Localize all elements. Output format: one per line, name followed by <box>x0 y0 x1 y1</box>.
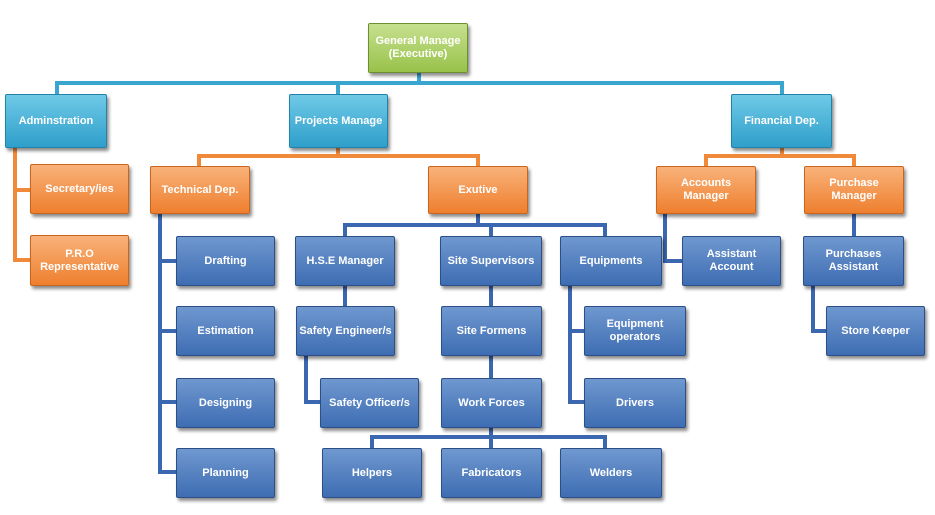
designing-box: Designing <box>176 378 275 428</box>
connector-admin-branch <box>13 146 32 262</box>
drivers-box: Drivers <box>584 378 686 428</box>
connector-exutive-bus <box>343 212 607 238</box>
connector-technical-branch <box>158 212 178 474</box>
planning-box: Planning <box>176 448 275 498</box>
drafting-box: Drafting <box>176 236 275 286</box>
estimation-box: Estimation <box>176 306 275 356</box>
welders-box: Welders <box>560 448 662 498</box>
site-formens-box: Site Formens <box>441 306 542 356</box>
technical-dep-box: Technical Dep. <box>150 166 250 214</box>
connector-equipments <box>568 284 586 404</box>
safety-officers-box: Safety Officer/s <box>320 378 419 428</box>
connector-site <box>370 284 607 450</box>
connector-accounts <box>663 212 684 263</box>
exutive-box: Exutive <box>428 166 528 214</box>
equipments-box: Equipments <box>560 236 662 286</box>
purchase-manager-box: Purchase Manager <box>804 166 904 214</box>
accounts-manager-box: Accounts Manager <box>656 166 756 214</box>
equipment-operators-box: Equipment operators <box>584 306 686 356</box>
connector-financial-bus <box>704 146 856 168</box>
connector-purchase <box>811 212 856 333</box>
administration-box: Adminstration <box>5 94 107 148</box>
general-manager-box: General Manage (Executive) <box>368 23 468 73</box>
fabricators-box: Fabricators <box>441 448 542 498</box>
store-keeper-box: Store Keeper <box>826 306 925 356</box>
purchases-assistant-box: Purchases Assistant <box>803 236 904 286</box>
projects-manager-box: Projects Manage <box>289 94 388 148</box>
pro-representative-box: P.R.O Representative <box>30 235 129 286</box>
assistant-accountant-box: Assistant Account <box>682 236 781 286</box>
financial-dep-box: Financial Dep. <box>731 94 832 148</box>
safety-engineers-box: Safety Engineer/s <box>296 306 395 356</box>
hse-manager-box: H.S.E Manager <box>295 236 395 286</box>
connector-projects-bus <box>197 146 480 168</box>
work-forces-box: Work Forces <box>441 378 542 428</box>
connector-gm-bus <box>55 70 784 96</box>
site-supervisors-box: Site Supervisors <box>440 236 542 286</box>
helpers-box: Helpers <box>322 448 422 498</box>
secretaries-box: Secretary/ies <box>30 164 129 214</box>
connector-hse <box>304 284 347 404</box>
